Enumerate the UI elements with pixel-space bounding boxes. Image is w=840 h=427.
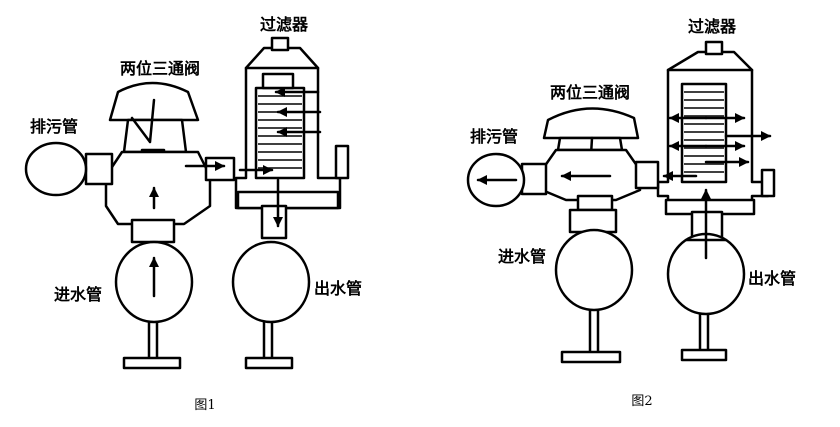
drain-label-2: 排污管 [470,127,518,146]
outlet-stand-1 [244,316,294,370]
caption-1: 图1 [194,398,215,413]
three-way-valve-2 [540,107,642,234]
connector-2 [634,160,660,190]
drain-pipe-1 [24,141,114,197]
figure-2: 过滤器 两位三通阀 排污管 进水管 出水管 图2 [466,17,796,409]
filter-label-2: 过滤器 [688,17,737,36]
flow-arrows-1 [149,87,322,298]
filter-housing-1 [234,36,350,240]
inlet-stand-1 [122,318,182,370]
filter-housing-2 [656,40,776,244]
outlet-pipe-1 [231,240,311,324]
outlet-label-1: 出水管 [314,279,362,298]
inlet-stand-2 [560,304,622,364]
valve-label-1: 两位三通阀 [120,59,200,78]
inlet-label-2: 进水管 [498,247,546,266]
outlet-stand-2 [680,310,728,362]
three-way-valve-1 [104,81,212,244]
drain-label-1: 排污管 [30,117,78,136]
inlet-label-1: 进水管 [54,285,102,304]
figure-1: 过滤器 两位三通阀 排污管 进水管 出水管 图1 [24,15,362,413]
inlet-pipe-2 [554,228,634,312]
valve-label-2: 两位三通阀 [550,83,630,102]
caption-2: 图2 [631,394,652,409]
filter-label-1: 过滤器 [260,15,309,34]
flow-arrows-2 [476,113,772,260]
outlet-label-2: 出水管 [748,269,796,288]
connector-1 [204,156,236,182]
